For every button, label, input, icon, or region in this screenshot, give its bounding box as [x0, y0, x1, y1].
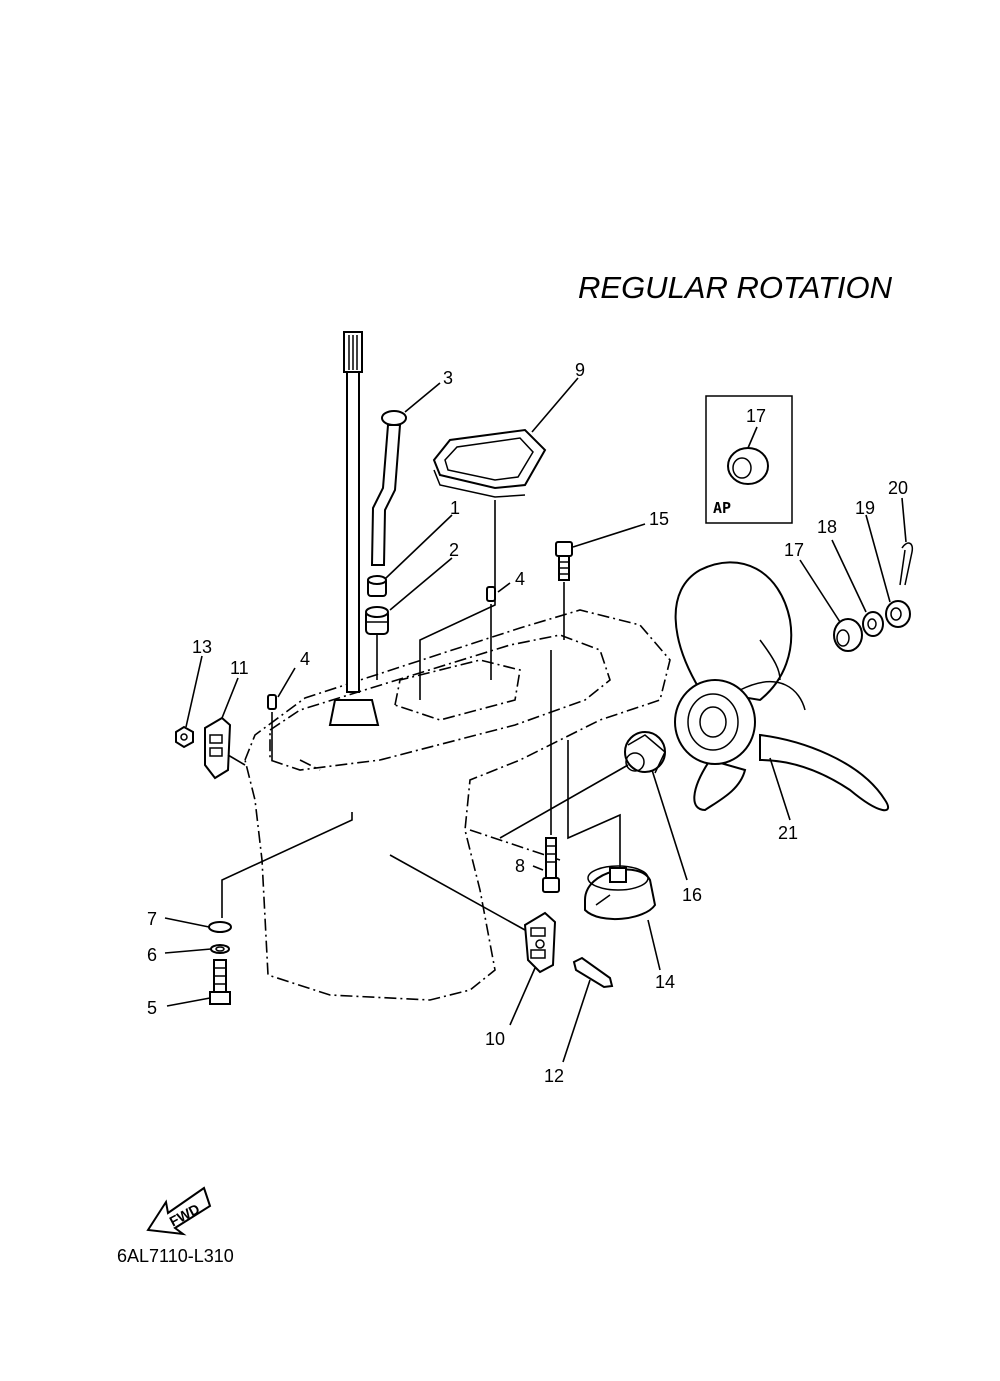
callout-5: 5 — [147, 998, 157, 1018]
callouts: 3 9 1 2 4 4 15 13 11 7 6 5 8 10 12 14 16… — [147, 360, 908, 1086]
bolt-8 — [542, 837, 560, 893]
leader-11-right — [227, 754, 246, 766]
callout-11: 11 — [230, 658, 249, 678]
callout-7: 7 — [147, 909, 157, 929]
callout-17: 17 — [784, 540, 804, 560]
washer-7 — [208, 921, 232, 933]
diagram-title: REGULAR ROTATION — [578, 270, 893, 305]
thrust-holder-16 — [624, 731, 666, 774]
bolt-5 — [209, 959, 231, 1005]
plate-10 — [523, 911, 557, 974]
lower-case-housing — [244, 609, 671, 1001]
callout-15: 15 — [649, 509, 669, 529]
anode-14 — [584, 865, 657, 921]
nut-13 — [175, 725, 194, 749]
grommet-1 — [367, 575, 387, 597]
leader-10-up — [389, 854, 526, 931]
callout-12: 12 — [544, 1066, 564, 1086]
callout-2: 2 — [449, 540, 459, 560]
dowel-pin-right — [486, 586, 496, 602]
callout-20: 20 — [888, 478, 908, 498]
bolt-15 — [555, 541, 573, 581]
water-pipe — [370, 410, 407, 566]
inset-ap: AP — [705, 395, 793, 524]
callout-18: 18 — [817, 517, 837, 537]
leader-9-down — [419, 500, 496, 700]
screw-12 — [572, 956, 614, 989]
callout-16: 16 — [682, 885, 702, 905]
drawing-code: 6AL7110-L310 — [117, 1246, 234, 1266]
dowel-pin-left — [267, 694, 277, 710]
fwd-arrow-icon: FWD — [146, 1186, 212, 1236]
seal-2 — [365, 606, 389, 635]
spacer-17 — [833, 618, 863, 652]
washer-18 — [862, 611, 884, 637]
gasket-9 — [432, 428, 547, 498]
callout-4-left: 4 — [300, 649, 310, 669]
callout-9: 9 — [575, 360, 585, 380]
plate-11 — [204, 716, 232, 780]
callout-1: 1 — [450, 498, 460, 518]
callout-17-inset: 17 — [746, 406, 766, 426]
leader-7-up — [221, 812, 353, 918]
callout-10: 10 — [485, 1029, 505, 1049]
callout-8: 8 — [515, 856, 525, 876]
callout-13: 13 — [192, 637, 212, 657]
inset-ap-label: AP — [713, 499, 731, 517]
callout-21: 21 — [778, 823, 798, 843]
callout-19: 19 — [855, 498, 875, 518]
callout-14: 14 — [655, 972, 675, 992]
callout-6: 6 — [147, 945, 157, 965]
propeller-21 — [674, 561, 890, 812]
cotter-pin-20 — [899, 542, 914, 586]
leader-14-up — [567, 740, 621, 868]
nut-19 — [885, 600, 911, 628]
callout-leaders — [164, 377, 907, 1063]
washer-6 — [210, 944, 230, 954]
callout-3: 3 — [443, 368, 453, 388]
leader-16-left — [499, 764, 629, 839]
drive-shaft — [328, 331, 380, 726]
callout-4-right: 4 — [515, 569, 525, 589]
